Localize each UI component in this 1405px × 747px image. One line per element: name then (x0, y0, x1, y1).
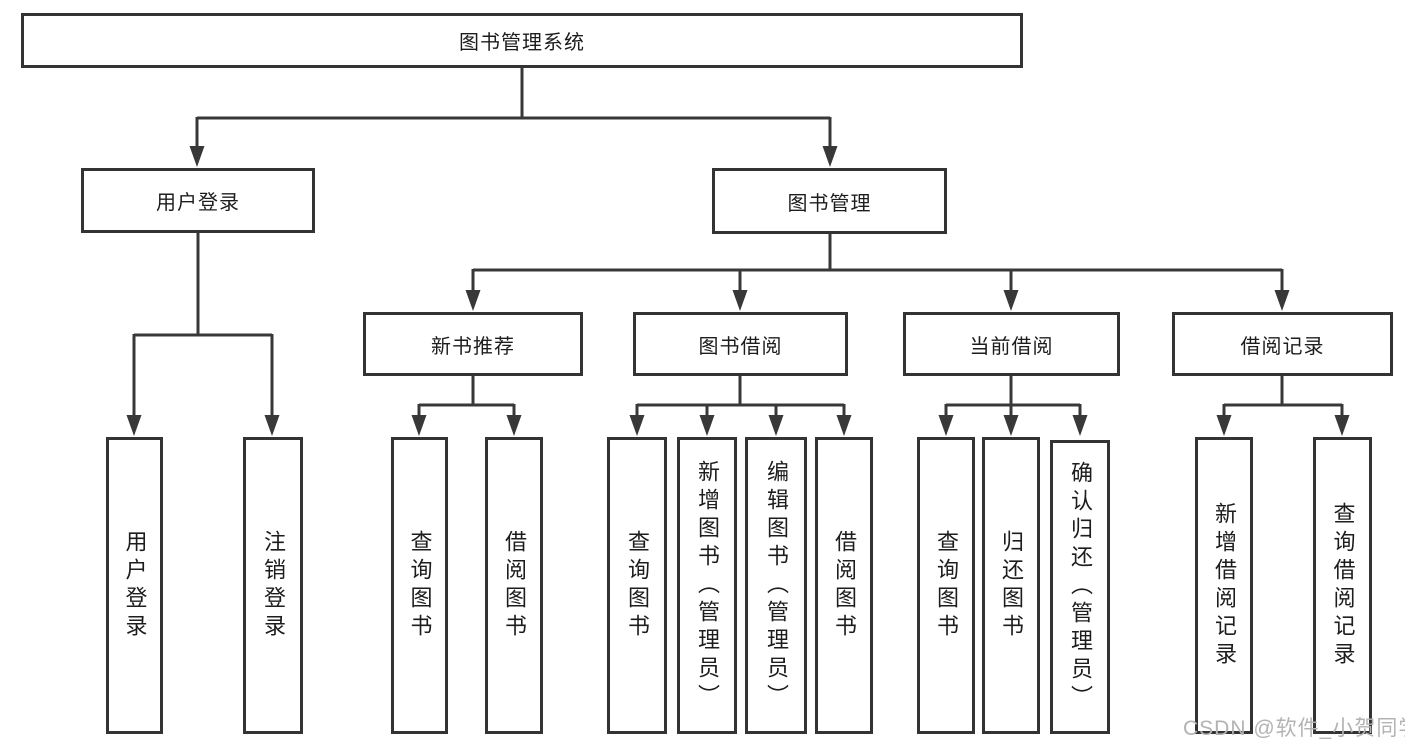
leaf-current-query: 查询图书 (917, 437, 975, 734)
leaf-borrow-book-label: 借阅图书 (832, 529, 857, 642)
node-user-login: 用户登录 (81, 168, 315, 233)
leaf-current-confirm-return-label: 确认归还（管理员） (1068, 461, 1093, 713)
node-book-management: 图书管理 (712, 168, 947, 234)
node-book-borrowing: 图书借阅 (633, 312, 848, 376)
leaf-user-login-label: 用户登录 (122, 529, 148, 642)
leaf-current-confirm-return: 确认归还（管理员） (1050, 440, 1110, 734)
leaf-borrow-book: 借阅图书 (815, 437, 873, 734)
leaf-borrow-edit-book-label: 编辑图书（管理员） (764, 459, 789, 712)
leaf-records-add: 新增借阅记录 (1195, 437, 1253, 734)
node-borrow-records: 借阅记录 (1172, 312, 1393, 376)
leaf-borrow-add-book-label: 新增图书（管理员） (695, 459, 720, 712)
node-root-system: 图书管理系统 (21, 13, 1023, 68)
node-current-borrowing: 当前借阅 (903, 312, 1120, 376)
node-new-book-recommend: 新书推荐 (363, 312, 583, 376)
leaf-current-return-label: 归还图书 (999, 529, 1024, 642)
leaf-borrow-add-book: 新增图书（管理员） (677, 437, 737, 734)
leaf-logout-label: 注销登录 (261, 529, 286, 642)
leaf-current-return: 归还图书 (982, 437, 1040, 734)
leaf-records-query-label: 查询借阅记录 (1330, 501, 1356, 670)
leaf-newbooks-borrow-label: 借阅图书 (502, 529, 527, 642)
leaf-newbooks-borrow: 借阅图书 (485, 437, 543, 734)
leaf-newbooks-query-label: 查询图书 (407, 529, 433, 642)
leaf-current-query-label: 查询图书 (934, 529, 959, 642)
leaf-records-add-label: 新增借阅记录 (1212, 501, 1237, 670)
leaf-logout: 注销登录 (243, 437, 303, 734)
leaf-newbooks-query: 查询图书 (391, 437, 448, 734)
leaf-user-login: 用户登录 (106, 437, 163, 734)
leaf-borrow-edit-book: 编辑图书（管理员） (745, 437, 807, 734)
leaf-borrow-query: 查询图书 (607, 437, 667, 734)
leaf-borrow-query-label: 查询图书 (625, 529, 650, 642)
leaf-records-query: 查询借阅记录 (1313, 437, 1372, 734)
watermark: CSDN @软件_小贺同学 (1183, 717, 1405, 740)
